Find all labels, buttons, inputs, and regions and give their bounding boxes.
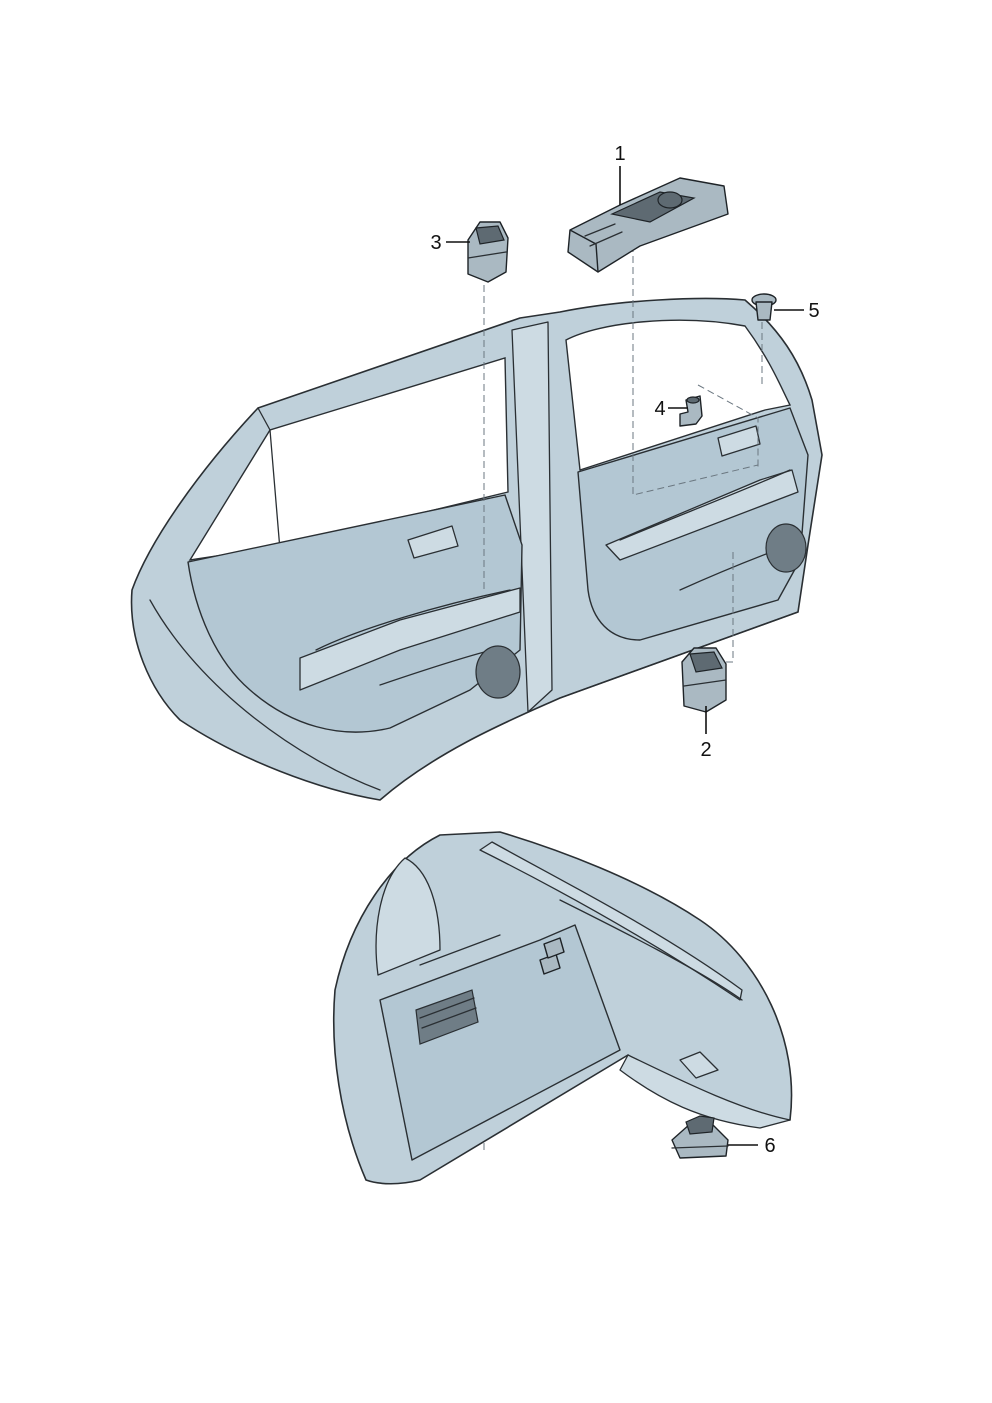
front-door-window xyxy=(565,319,792,471)
rear-door-speaker xyxy=(475,645,521,699)
luggage-side-panel xyxy=(379,924,621,1161)
callout-leaders xyxy=(446,166,804,1146)
callout-4: 4 xyxy=(654,398,665,420)
car-side-illustration xyxy=(130,297,823,801)
callout-6: 6 xyxy=(764,1135,775,1157)
part-2-window-switch xyxy=(681,647,727,713)
luggage-compartment-illustration xyxy=(333,831,793,1185)
front-door-speaker xyxy=(765,523,807,573)
rear-door-panel xyxy=(187,494,523,733)
b-pillar xyxy=(511,321,553,713)
part-6-luggage-light xyxy=(671,1115,729,1159)
callout-1: 1 xyxy=(614,143,625,165)
part-5-clip xyxy=(751,293,777,321)
callout-2: 2 xyxy=(700,739,711,761)
part-3-window-switch xyxy=(467,221,509,283)
luggage-floor xyxy=(619,1054,791,1129)
callout-numbers: 1 2 3 4 5 6 xyxy=(430,143,819,1157)
part-4-connector xyxy=(679,395,703,427)
callout-5: 5 xyxy=(808,300,819,322)
part-1-master-switch xyxy=(567,177,729,273)
callout-3: 3 xyxy=(430,232,441,254)
